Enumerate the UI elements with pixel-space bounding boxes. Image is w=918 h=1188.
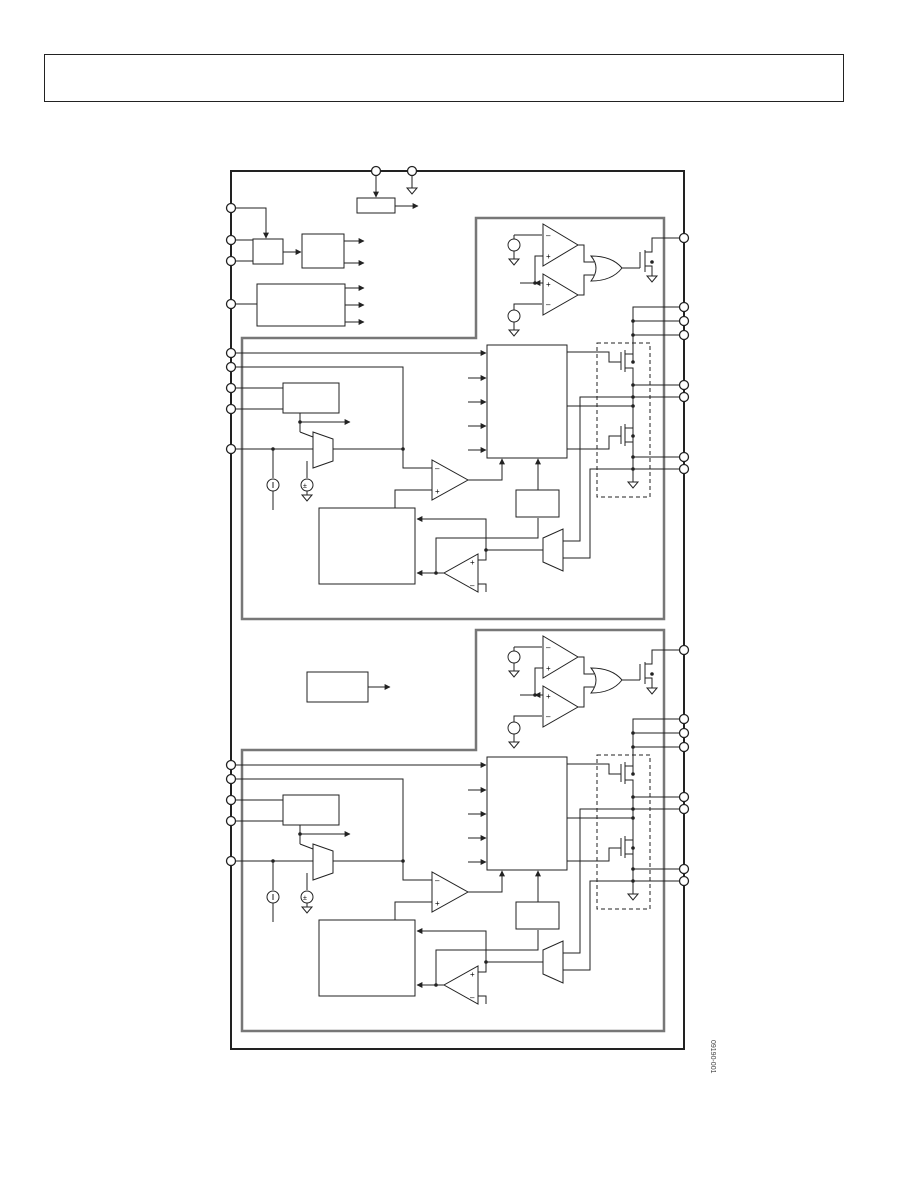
pin-left-3 [225, 255, 237, 267]
svg-text:–: – [435, 464, 440, 473]
channel-2 [227, 630, 689, 1031]
pin-top-2 [406, 165, 418, 177]
channel-1: – + + – [225, 216, 690, 621]
header-box [44, 54, 844, 102]
logic-block-4 [306, 671, 369, 703]
svg-text:+: + [546, 280, 551, 289]
svg-text:±: ± [303, 483, 307, 490]
svg-text:–: – [546, 300, 551, 309]
svg-text:+: + [546, 252, 551, 261]
pin-left-4 [225, 298, 237, 310]
chip-outline [230, 170, 685, 1050]
figure-id: 09190-001 [709, 1040, 716, 1074]
svg-text:+: + [470, 558, 475, 567]
logic-block-3 [256, 283, 346, 327]
pin-top-1 [370, 165, 382, 177]
svg-text:–: – [470, 581, 475, 590]
pin-left-2 [225, 234, 237, 246]
svg-text:–: – [546, 231, 551, 240]
svg-text:+: + [435, 487, 440, 496]
logic-block-1 [252, 238, 284, 265]
logic-block-2 [301, 233, 345, 269]
pin-left-1 [225, 202, 237, 214]
reference-block [356, 197, 396, 214]
